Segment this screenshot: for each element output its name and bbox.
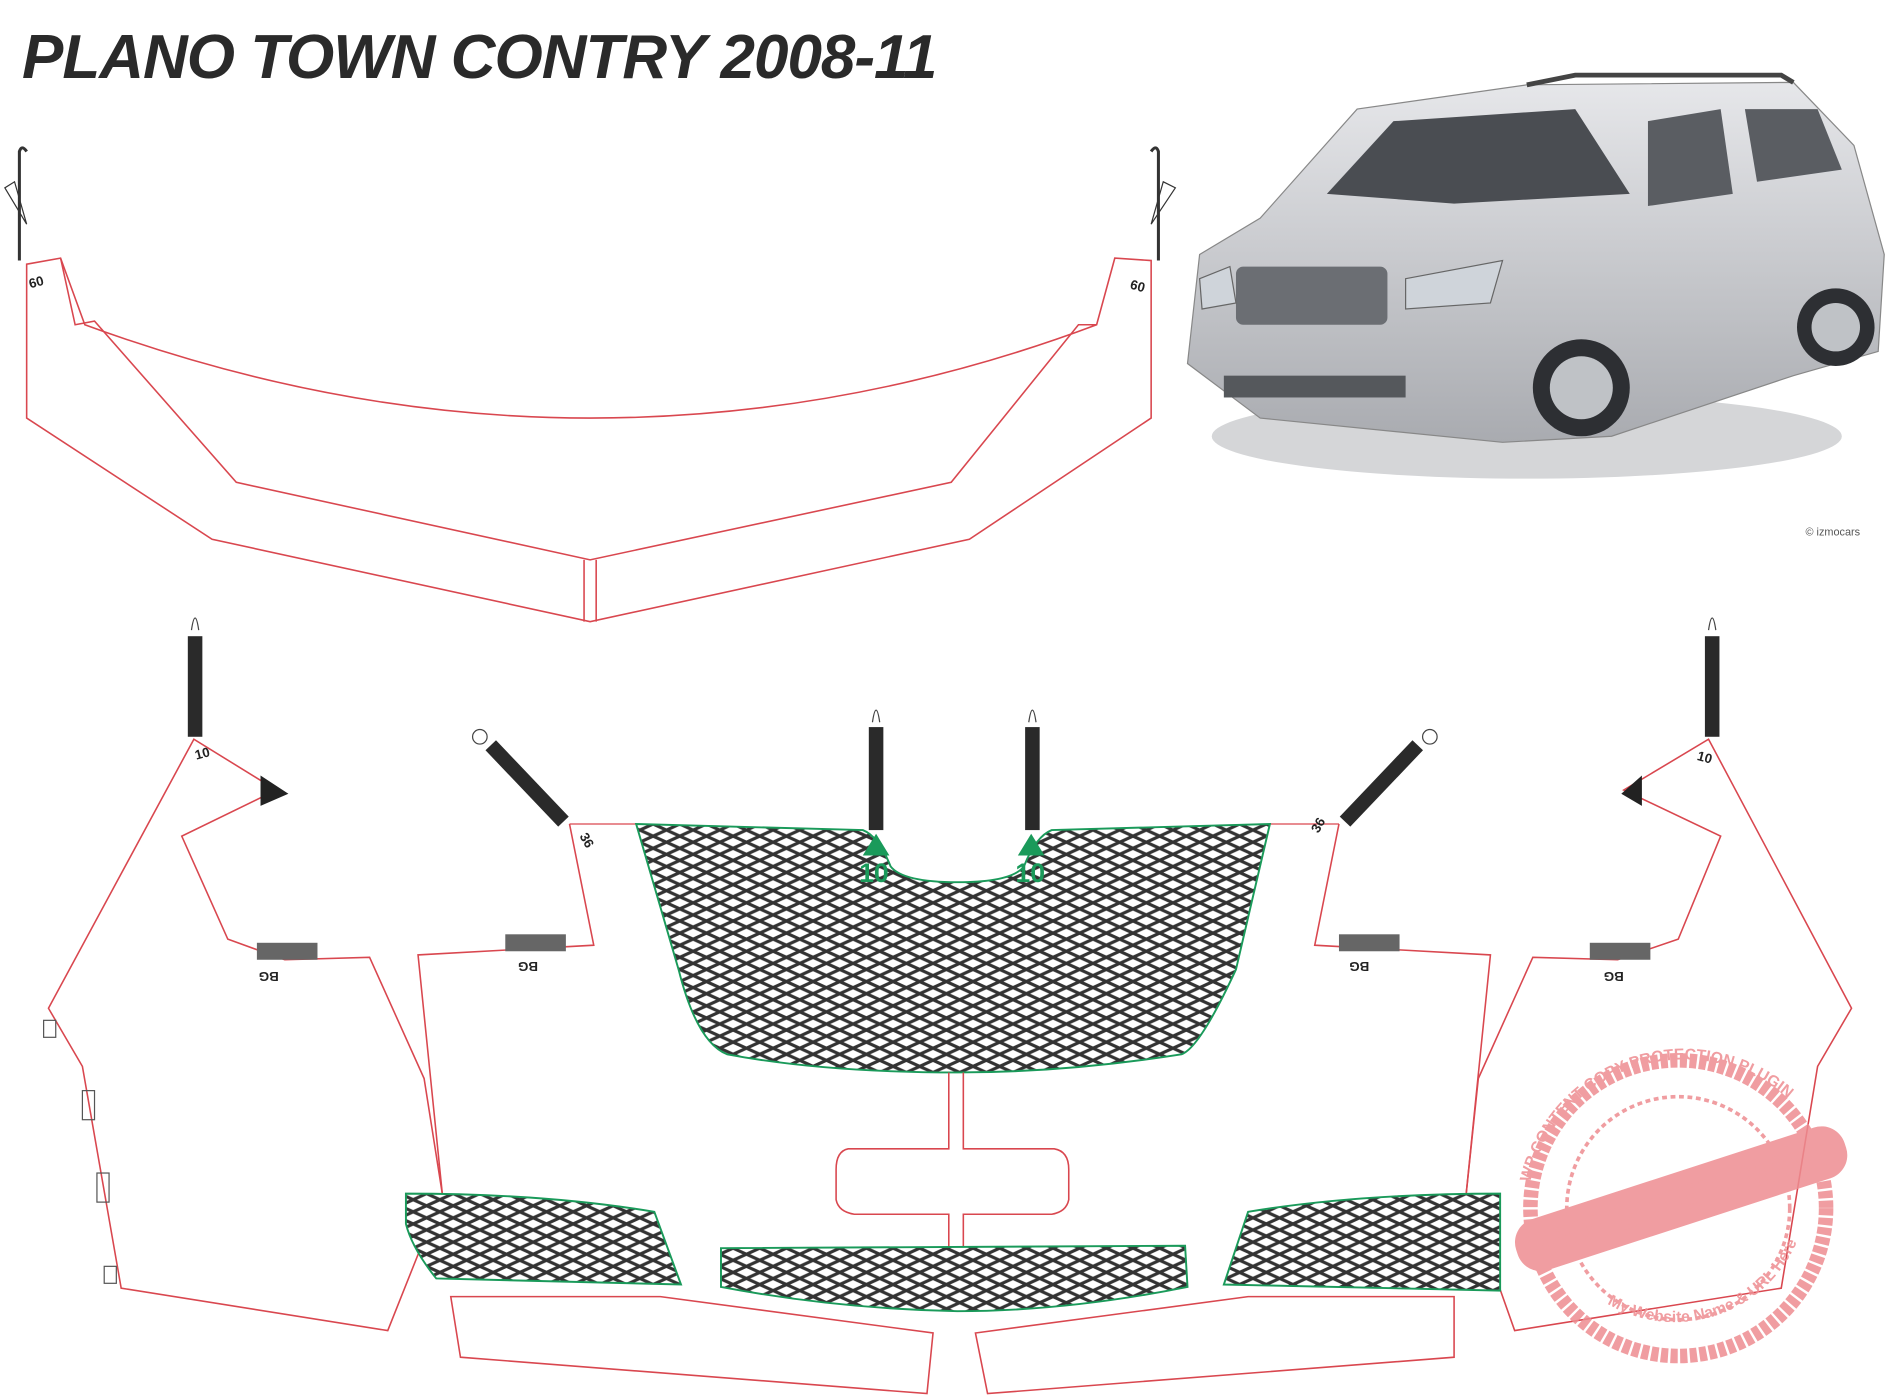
- left-inner-label: 36: [577, 830, 597, 850]
- hood-right-label: 60: [1129, 277, 1147, 295]
- svg-text:My Website Name & URL Here: My Website Name & URL Here: [1601, 1232, 1815, 1351]
- hood-panel: [25, 257, 1152, 623]
- grille-left-label: 10: [859, 858, 889, 888]
- protected-image-stamp: PROTECTED IMAGE WP CONTENT COPY PROTECTI…: [1492, 1009, 1848, 1364]
- right-inner-panel: 36 BG: [1269, 728, 1492, 1194]
- right-inner-label: 36: [1308, 815, 1328, 835]
- lower-left-mesh: [404, 1192, 683, 1286]
- right-side-panel: 10 BG: [1465, 617, 1853, 1332]
- lower-center-mesh: [720, 1244, 1189, 1313]
- photo-credit: © izmocars: [1805, 527, 1860, 539]
- bg-label: BG: [1349, 959, 1369, 974]
- bg-label: BG: [518, 959, 538, 974]
- bg-label: BG: [259, 969, 279, 984]
- left-side-label: 10: [193, 744, 211, 762]
- hood-strap-left: 60: [4, 146, 45, 291]
- hood-strap-right: 60: [1129, 146, 1177, 295]
- page-title: PLANO TOWN CONTRY 2008-11: [22, 23, 937, 92]
- vehicle-photo: © izmocars: [1186, 72, 1885, 539]
- lower-right-mesh: [1222, 1192, 1502, 1292]
- right-side-label: 10: [1696, 748, 1714, 766]
- left-side-panel: 10 BG: [43, 617, 444, 1332]
- left-inner-panel: 36 BG: [417, 728, 637, 1194]
- grille-right-label: 10: [1015, 858, 1045, 888]
- bg-label: BG: [1604, 969, 1624, 984]
- hood-left-label: 60: [27, 273, 45, 291]
- lower-center-panels: [449, 1072, 1455, 1395]
- stamp-bottom-text: My Website Name & URL Here: [1601, 1232, 1815, 1351]
- upper-grille-mesh: 10 10: [634, 709, 1272, 1074]
